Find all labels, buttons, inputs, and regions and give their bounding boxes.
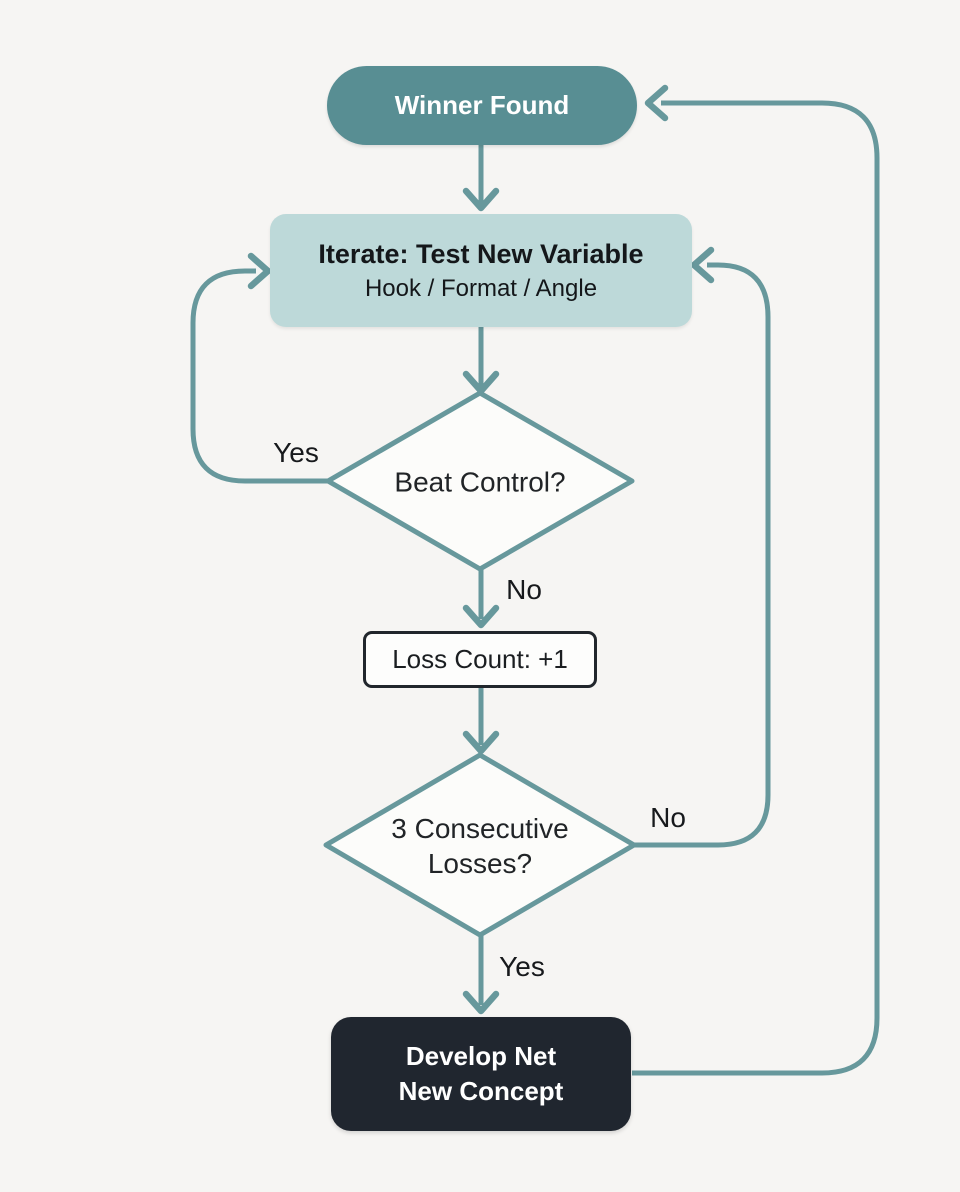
develop-label-line2: New Concept [398,1076,564,1106]
beat-control-label: Beat Control? [394,466,566,498]
consecutive-losses-label: 3 Consecutive Losses? [391,811,568,881]
arrowhead-into-losscount [462,604,500,629]
node-loss-count: Loss Count: +1 [363,631,597,688]
node-consecutive-losses-diamond [323,752,637,938]
consecutive-losses-label-line1: 3 Consecutive [391,813,569,844]
arrowhead-into-consecutive [462,730,500,755]
edge-label-yes-beat-control: Yes [273,437,319,468]
edge-label-no-consecutive: No [650,802,686,833]
loss-count-label: Loss Count: +1 [392,644,568,674]
arrowhead-into-develop [462,990,500,1015]
node-beat-control-diamond [325,390,635,572]
edge-no-loop-consecutive-to-iterate [633,262,771,848]
consecutive-losses-label-line2: Losses? [427,848,533,879]
arrowhead-into-iterate-right [690,246,715,284]
node-develop-net-new-concept: Develop Net New Concept [331,1017,631,1131]
edge-label-yes-consecutive: Yes [499,951,545,982]
develop-label-line1: Develop Net [405,1041,557,1071]
edge-yes-loop-beatcontrol-to-iterate [190,268,330,484]
arrowhead-into-iterate-top [462,187,500,212]
iterate-label: Iterate: Test New Variable [318,238,644,269]
winner-found-label: Winner Found [394,90,570,120]
edge-label-no-beat-control: No [506,574,542,605]
node-iterate-test-new-variable: Iterate: Test New Variable Hook / Format… [270,214,692,327]
edge-develop-to-winner-loop [632,100,880,1076]
arrowhead-into-iterate-left [247,252,272,290]
iterate-sublabel: Hook / Format / Angle [364,274,598,302]
arrowhead-into-winner-right [644,84,669,122]
node-winner-found: Winner Found [327,66,637,145]
